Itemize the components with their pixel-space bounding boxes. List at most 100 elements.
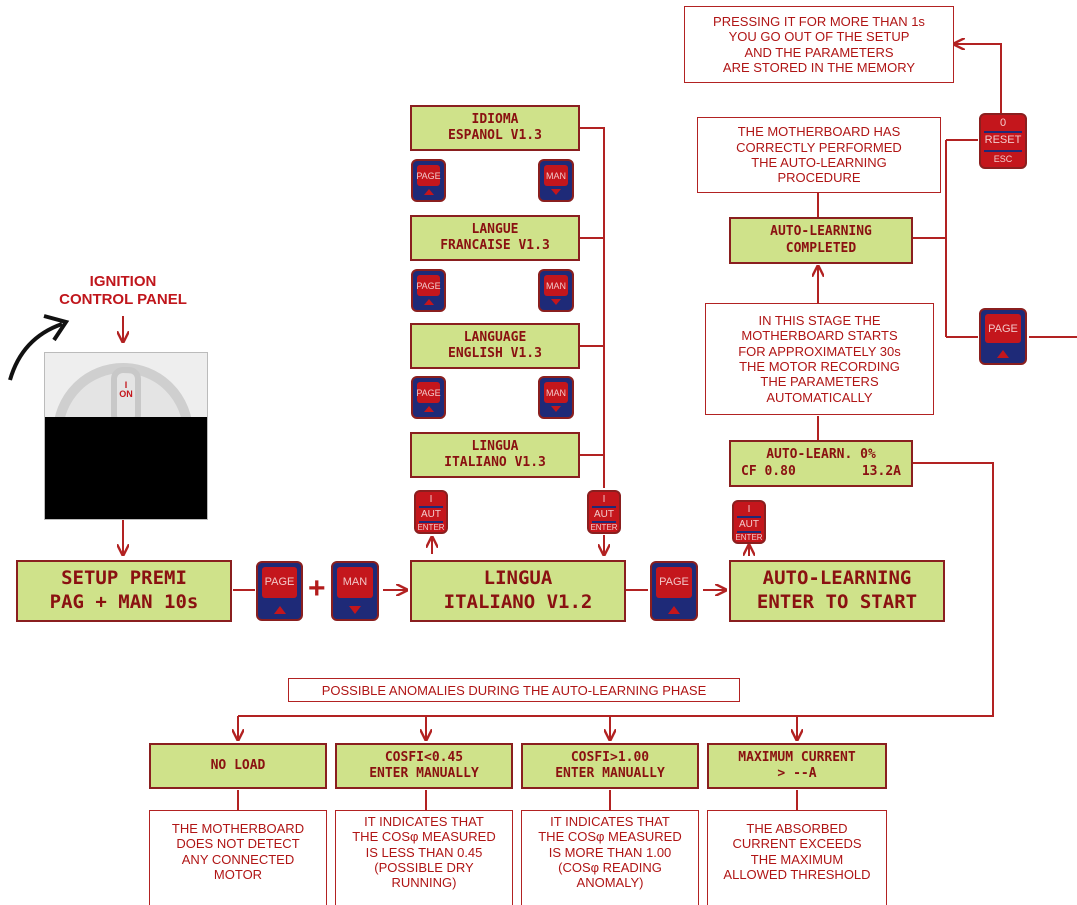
no-load-screen: NO LOAD bbox=[149, 743, 327, 789]
cosfi-low-line2: ENTER MANUALLY bbox=[369, 766, 479, 781]
man-label: MAN bbox=[544, 275, 568, 297]
arrow-down-icon bbox=[551, 406, 561, 412]
page-button-es[interactable]: PAGE bbox=[411, 159, 446, 202]
autolearn-progress-line2: CF 0.80 13.2A bbox=[741, 464, 901, 480]
enter-divider-icon bbox=[419, 506, 443, 508]
arrow-up-icon bbox=[423, 189, 434, 195]
setup-screen: SETUP PREMI PAG + MAN 10s bbox=[16, 560, 232, 622]
page-button-fr[interactable]: PAGE bbox=[411, 269, 446, 312]
page-button-3[interactable]: PAGE bbox=[979, 308, 1027, 365]
enter-top-label: I bbox=[429, 494, 433, 505]
man-button-fr[interactable]: MAN bbox=[538, 269, 574, 312]
description-line: THE ABSORBED bbox=[746, 821, 848, 836]
lang-it-line2: ITALIANO V1.3 bbox=[444, 455, 546, 470]
cosfi-high-line1: COSFI>1.00 bbox=[570, 749, 650, 765]
enter-bottom-label: ENTER bbox=[590, 523, 618, 532]
description-line: IT INDICATES THAT bbox=[550, 814, 670, 829]
arrow-up-icon bbox=[423, 299, 434, 305]
lang-en-line1: LANGUAGE bbox=[463, 329, 527, 345]
arrow-down-icon bbox=[551, 299, 561, 305]
enter-button-3[interactable]: I AUT ENTER bbox=[732, 500, 766, 544]
reset-button[interactable]: 0 RESET ESC bbox=[979, 113, 1027, 169]
no-load-description: THE MOTHERBOARD DOES NOT DETECT ANY CONN… bbox=[149, 810, 327, 905]
page-button-2[interactable]: PAGE bbox=[650, 561, 698, 621]
autolearn-progress-screen: AUTO-LEARN. 0% CF 0.80 13.2A bbox=[729, 440, 913, 487]
stage-note-line: FOR APPROXIMATELY 30s bbox=[738, 343, 901, 359]
autolearn-start-screen: AUTO-LEARNING ENTER TO START bbox=[729, 560, 945, 622]
max-current-line1: MAXIMUM CURRENT bbox=[738, 749, 856, 765]
man-button-es[interactable]: MAN bbox=[538, 159, 574, 202]
exit-note-line: PRESSING IT FOR MORE THAN 1s bbox=[713, 13, 925, 29]
reset-bottom-label: ESC bbox=[993, 154, 1013, 164]
lingua-main-line1: LINGUA bbox=[483, 567, 553, 590]
enter-divider-icon bbox=[737, 516, 761, 518]
performed-note-line: PROCEDURE bbox=[777, 170, 861, 186]
ignition-heading-line2: CONTROL PANEL bbox=[59, 291, 187, 308]
description-line: ALLOWED THRESHOLD bbox=[723, 866, 871, 882]
lang-it-line1: LINGUA bbox=[471, 438, 519, 454]
description-line: THE COSφ MEASURED bbox=[352, 829, 496, 845]
ignition-switch-panel[interactable]: I ON bbox=[44, 352, 208, 520]
ignition-on-label: I ON bbox=[119, 380, 133, 400]
page-button-label: PAGE bbox=[262, 567, 297, 598]
enter-mid-label: AUT bbox=[421, 509, 441, 520]
description-line: MOTOR bbox=[213, 866, 263, 882]
lang-es-line2: ESPANOL V1.3 bbox=[448, 128, 542, 143]
page-label: PAGE bbox=[416, 275, 441, 297]
setup-screen-line2: PAG + MAN 10s bbox=[49, 591, 199, 613]
autolearn-done-line2: COMPLETED bbox=[785, 240, 857, 256]
enter-divider-icon bbox=[419, 521, 443, 523]
arrow-down-icon bbox=[349, 606, 361, 614]
autolearn-start-line1: AUTO-LEARNING bbox=[762, 567, 912, 590]
max-current-description: THE ABSORBED CURRENT EXCEEDS THE MAXIMUM… bbox=[707, 810, 887, 905]
lang-en-screen: LANGUAGE ENGLISH V1.3 bbox=[410, 323, 580, 369]
redacted-block bbox=[45, 417, 207, 519]
enter-button-2[interactable]: I AUT ENTER bbox=[587, 490, 621, 534]
arrow-up-icon bbox=[273, 606, 286, 614]
page-button[interactable]: PAGE bbox=[256, 561, 303, 621]
anomalies-title: POSSIBLE ANOMALIES DURING THE AUTO-LEARN… bbox=[288, 678, 740, 702]
lang-fr-line1: LANGUE bbox=[471, 221, 519, 237]
lingua-main-line2: ITALIANO V1.2 bbox=[443, 591, 593, 613]
man-button-en[interactable]: MAN bbox=[538, 376, 574, 419]
performed-note-line: THE MOTHERBOARD HAS bbox=[737, 124, 901, 140]
description-line: (COSφ READING bbox=[558, 859, 662, 875]
power-factor-value: CF 0.80 bbox=[741, 463, 796, 479]
current-value: 13.2A bbox=[861, 463, 901, 479]
cosfi-low-description: IT INDICATES THAT THE COSφ MEASURED IS L… bbox=[335, 810, 513, 905]
exit-setup-note: PRESSING IT FOR MORE THAN 1s YOU GO OUT … bbox=[684, 6, 954, 83]
description-line: THE MAXIMUM bbox=[750, 851, 844, 867]
autolearn-progress-line1: AUTO-LEARN. 0% bbox=[766, 447, 876, 463]
reset-divider-icon bbox=[984, 131, 1022, 133]
description-line: IT INDICATES THAT bbox=[364, 814, 484, 829]
page-button-en[interactable]: PAGE bbox=[411, 376, 446, 419]
enter-divider-icon bbox=[737, 531, 761, 533]
max-current-screen: MAXIMUM CURRENT > --A bbox=[707, 743, 887, 789]
stage-note-line: THE PARAMETERS bbox=[760, 374, 879, 390]
stage-note: IN THIS STAGE THE MOTHERBOARD STARTS FOR… bbox=[705, 303, 934, 415]
cosfi-high-line2: ENTER MANUALLY bbox=[555, 766, 665, 781]
man-button[interactable]: MAN bbox=[331, 561, 379, 621]
lingua-main-screen: LINGUA ITALIANO V1.2 bbox=[410, 560, 626, 622]
page-label: PAGE bbox=[416, 165, 441, 187]
description-line: THE MOTHERBOARD bbox=[171, 821, 305, 836]
cosfi-low-line1: COSFI<0.45 bbox=[384, 749, 464, 765]
lang-fr-line2: FRANCAISE V1.3 bbox=[440, 238, 550, 253]
enter-mid-label: AUT bbox=[739, 519, 759, 530]
enter-button-1[interactable]: I AUT ENTER bbox=[414, 490, 448, 534]
arrow-up-icon bbox=[668, 606, 680, 614]
description-line: IS MORE THAN 1.00 bbox=[548, 844, 672, 860]
page-label: PAGE bbox=[416, 382, 441, 404]
autolearn-done-screen: AUTO-LEARNING COMPLETED bbox=[729, 217, 913, 264]
lang-es-screen: IDIOMA ESPANOL V1.3 bbox=[410, 105, 580, 151]
performed-note: THE MOTHERBOARD HAS CORRECTLY PERFORMED … bbox=[697, 117, 941, 193]
enter-bottom-label: ENTER bbox=[735, 533, 763, 542]
description-line: ANOMALY) bbox=[576, 875, 644, 891]
page-button-2-label: PAGE bbox=[656, 567, 692, 598]
performed-note-line: CORRECTLY PERFORMED bbox=[736, 139, 902, 155]
plus-sign: + bbox=[308, 572, 326, 605]
man-label: MAN bbox=[544, 382, 568, 404]
description-line: THE COSφ MEASURED bbox=[538, 829, 682, 845]
